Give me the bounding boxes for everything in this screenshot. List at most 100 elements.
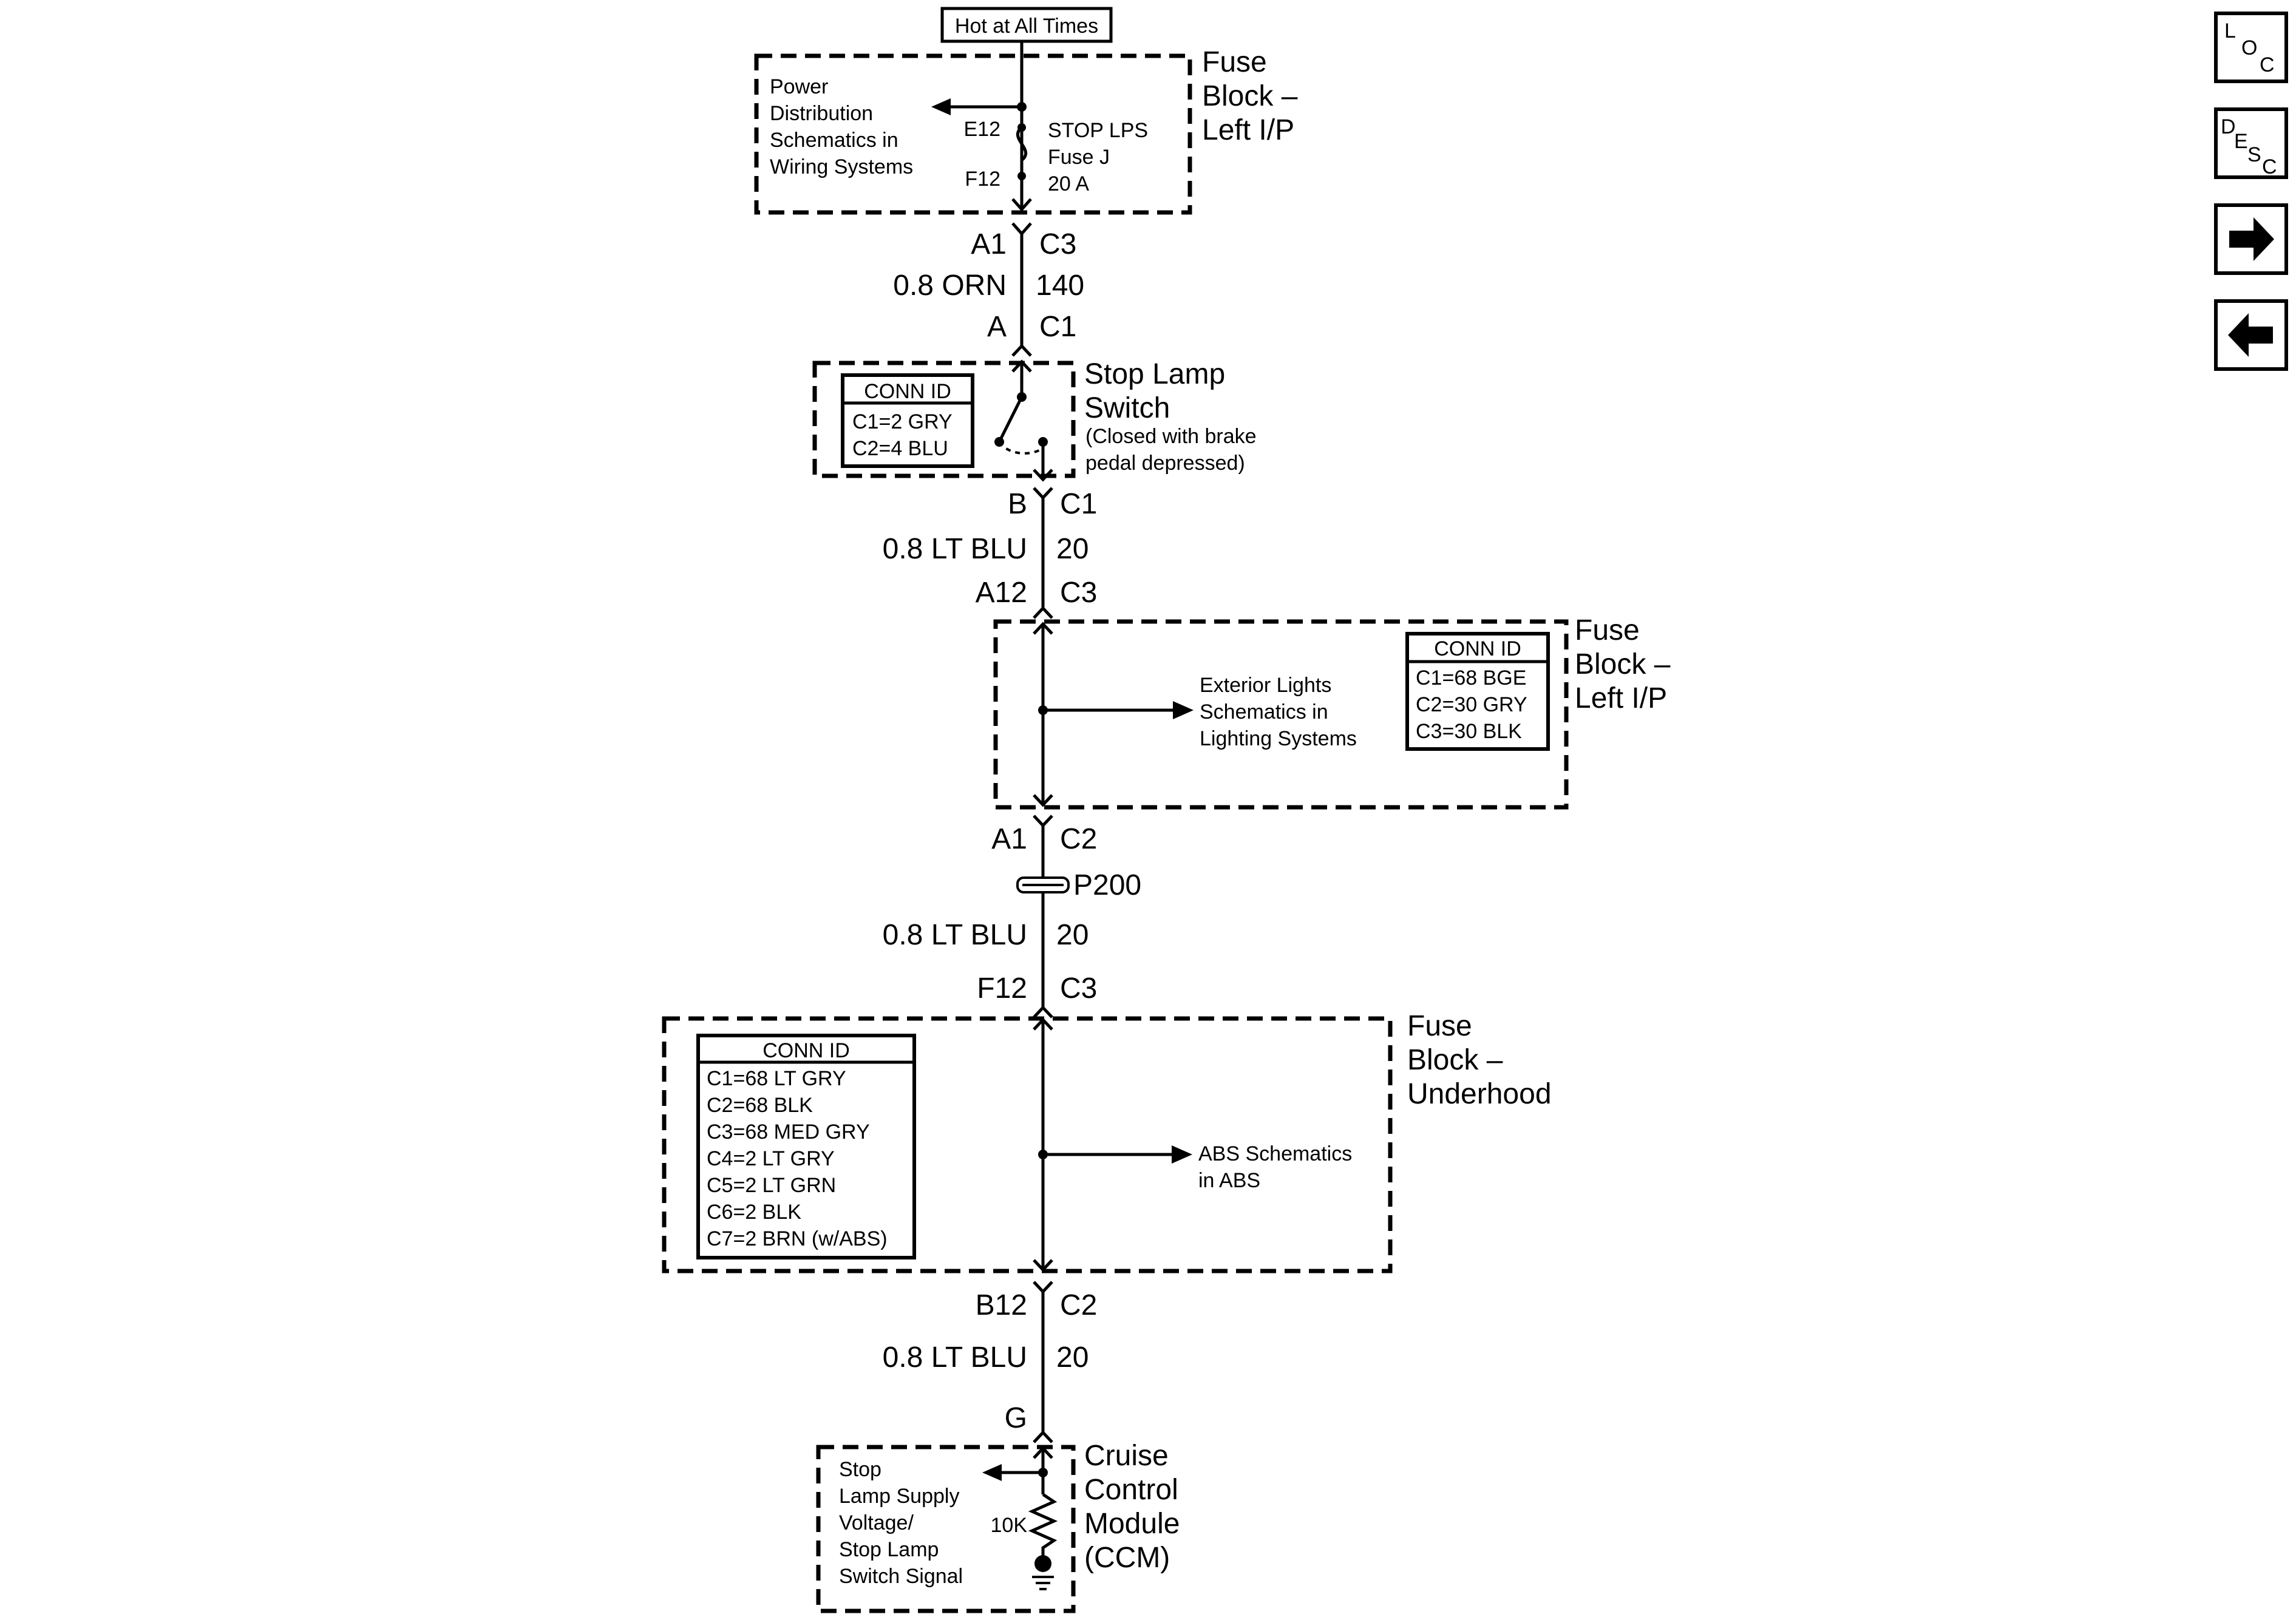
power-source-box: Hot at All Times: [940, 7, 1113, 43]
cruise-control-module: 10K Stop Lamp Supply Voltage/ Stop Lamp …: [816, 1440, 1180, 1613]
splice-label: P200: [1073, 869, 1141, 901]
conn-id-box: CONN ID C1=68 BGE C2=30 GRY C3=30 BLK: [1405, 632, 1550, 751]
component-title-line-2: Block –: [1407, 1044, 1503, 1076]
fuse-block-underhood: ABS Schematics in ABS CONN ID C1=68 LT G…: [662, 1010, 1552, 1273]
fuse-block-top: E12 F12 STOP LPS Fuse J 20 A Power Distr…: [754, 46, 1298, 215]
component-title-line-2: Block –: [1575, 648, 1671, 680]
splice-pack-symbol: [1016, 876, 1070, 893]
component-title-line-1: Fuse: [1407, 1010, 1472, 1042]
conn-id-box: CONN ID C1=2 GRY C2=4 BLU: [841, 373, 974, 468]
wire-color-label: 0.8 ORN: [893, 270, 1007, 302]
terminal-label: A1: [991, 823, 1027, 855]
ref-line-3: Lighting Systems: [1200, 727, 1357, 750]
ref-line-3: Schematics in: [770, 129, 898, 152]
component-title-line-1: Fuse: [1575, 614, 1640, 646]
desc-letter-e: E: [2234, 130, 2248, 153]
conn-id-row: C3=30 BLK: [1416, 720, 1522, 743]
conn-id-header: CONN ID: [763, 1039, 850, 1062]
loc-letter-c: C: [2260, 53, 2275, 76]
conn-id-row: C7=2 BRN (w/ABS): [707, 1227, 888, 1250]
connector-label: C2: [1060, 1289, 1097, 1321]
connector-label: C3: [1060, 577, 1097, 609]
ref-line-1: Power: [770, 75, 828, 98]
connector-label: C3: [1039, 228, 1076, 260]
ref-line-2: in ABS: [1198, 1169, 1260, 1192]
conn-id-row: C3=68 MED GRY: [707, 1120, 870, 1144]
conn-id-row: C2=30 GRY: [1416, 693, 1527, 716]
component-title-line-3: Underhood: [1407, 1078, 1552, 1110]
conn-id-row: C5=2 LT GRN: [707, 1174, 836, 1197]
fuse-label-line-2: Fuse J: [1048, 146, 1110, 169]
ground-icon: [1032, 1576, 1054, 1590]
wire-segment-1: A1 C3 0.8 ORN 140 A C1: [893, 222, 1084, 357]
component-title-line-3: Module: [1084, 1508, 1180, 1540]
component-title-line-2: Block –: [1202, 80, 1298, 112]
circuit-number: 140: [1036, 270, 1084, 302]
terminal-label: B: [1008, 488, 1027, 520]
desc-letter-c: C: [2262, 155, 2277, 178]
terminal-label: A12: [976, 577, 1027, 609]
wire-color-label: 0.8 LT BLU: [883, 1341, 1027, 1374]
wire-segment-3: A1 C2 P200 0.8 LT BLU 20 F12 C3: [883, 815, 1141, 1019]
wire-color-label: 0.8 LT BLU: [883, 919, 1027, 951]
ref-line-4: Wiring Systems: [770, 155, 913, 178]
terminal-label: G: [1005, 1402, 1027, 1434]
signal-line-1: Stop: [839, 1458, 881, 1481]
ref-line-1: ABS Schematics: [1198, 1142, 1352, 1165]
switch-note-line-1: (Closed with brake: [1085, 425, 1257, 448]
signal-line-3: Voltage/: [839, 1511, 914, 1534]
arrow-left-icon: [2228, 313, 2273, 357]
loc-letter-o: O: [2241, 36, 2257, 59]
component-title-line-2: Control: [1084, 1474, 1178, 1506]
fuse-terminal-in: E12: [964, 118, 1001, 141]
previous-button[interactable]: [2214, 299, 2288, 371]
connector-label: C2: [1060, 823, 1097, 855]
terminal-label: B12: [976, 1289, 1027, 1321]
stop-lamp-switch: CONN ID C1=2 GRY C2=4 BLU Stop Lamp Swit…: [812, 358, 1257, 482]
fuse-label-line-3: 20 A: [1048, 172, 1089, 195]
desc-letter-d: D: [2221, 115, 2236, 138]
circuit-number: 20: [1056, 1341, 1089, 1374]
fuse-label-line-1: STOP LPS: [1048, 119, 1148, 142]
switch-note-line-2: pedal depressed): [1085, 452, 1245, 475]
signal-line-4: Stop Lamp: [839, 1538, 939, 1561]
component-title-line-1: Fuse: [1202, 46, 1267, 78]
conn-id-row: C1=2 GRY: [852, 410, 953, 433]
arrow-right-icon: [2229, 217, 2274, 261]
circuit-number: 20: [1056, 533, 1089, 565]
wire-color-label: 0.8 LT BLU: [883, 533, 1027, 565]
next-button[interactable]: [2214, 203, 2288, 275]
circuit-number: 20: [1056, 919, 1089, 951]
conn-id-row: C2=4 BLU: [852, 437, 948, 460]
resistor-value: 10K: [991, 1514, 1028, 1537]
signal-line-5: Switch Signal: [839, 1565, 963, 1588]
connector-label: C1: [1060, 488, 1097, 520]
desc-button[interactable]: D E S C: [2214, 107, 2288, 179]
wire-segment-2: B C1 0.8 LT BLU 20 A12 C3: [883, 487, 1097, 619]
terminal-label: A1: [971, 228, 1007, 260]
conn-id-header: CONN ID: [1434, 637, 1521, 660]
signal-line-2: Lamp Supply: [839, 1485, 959, 1508]
fuse-block-mid: Exterior Lights Schematics in Lighting S…: [993, 614, 1671, 810]
fuse-terminal-out: F12: [965, 168, 1000, 191]
component-title-line-1: Cruise: [1084, 1440, 1169, 1472]
resistor-symbol: [1028, 1493, 1058, 1559]
conn-id-box: CONN ID C1=68 LT GRY C2=68 BLK C3=68 MED…: [696, 1034, 916, 1259]
conn-id-header: CONN ID: [864, 380, 951, 403]
conn-id-row: C1=68 LT GRY: [707, 1067, 846, 1090]
loc-letter-l: L: [2224, 19, 2236, 42]
connector-label: C1: [1039, 311, 1076, 343]
ref-line-2: Schematics in: [1200, 700, 1328, 724]
ref-line-1: Exterior Lights: [1200, 674, 1331, 697]
connector-label: C3: [1060, 972, 1097, 1005]
terminal-label: A: [987, 311, 1007, 343]
loc-button[interactable]: L O C: [2214, 12, 2288, 83]
component-title-line-3: Left I/P: [1202, 114, 1294, 146]
conn-id-row: C1=68 BGE: [1416, 666, 1526, 690]
power-source-label: Hot at All Times: [955, 15, 1098, 38]
conn-id-row: C4=2 LT GRY: [707, 1147, 835, 1170]
component-title-line-1: Stop Lamp: [1084, 358, 1225, 390]
terminal-label: F12: [977, 972, 1027, 1005]
conn-id-row: C6=2 BLK: [707, 1201, 801, 1224]
